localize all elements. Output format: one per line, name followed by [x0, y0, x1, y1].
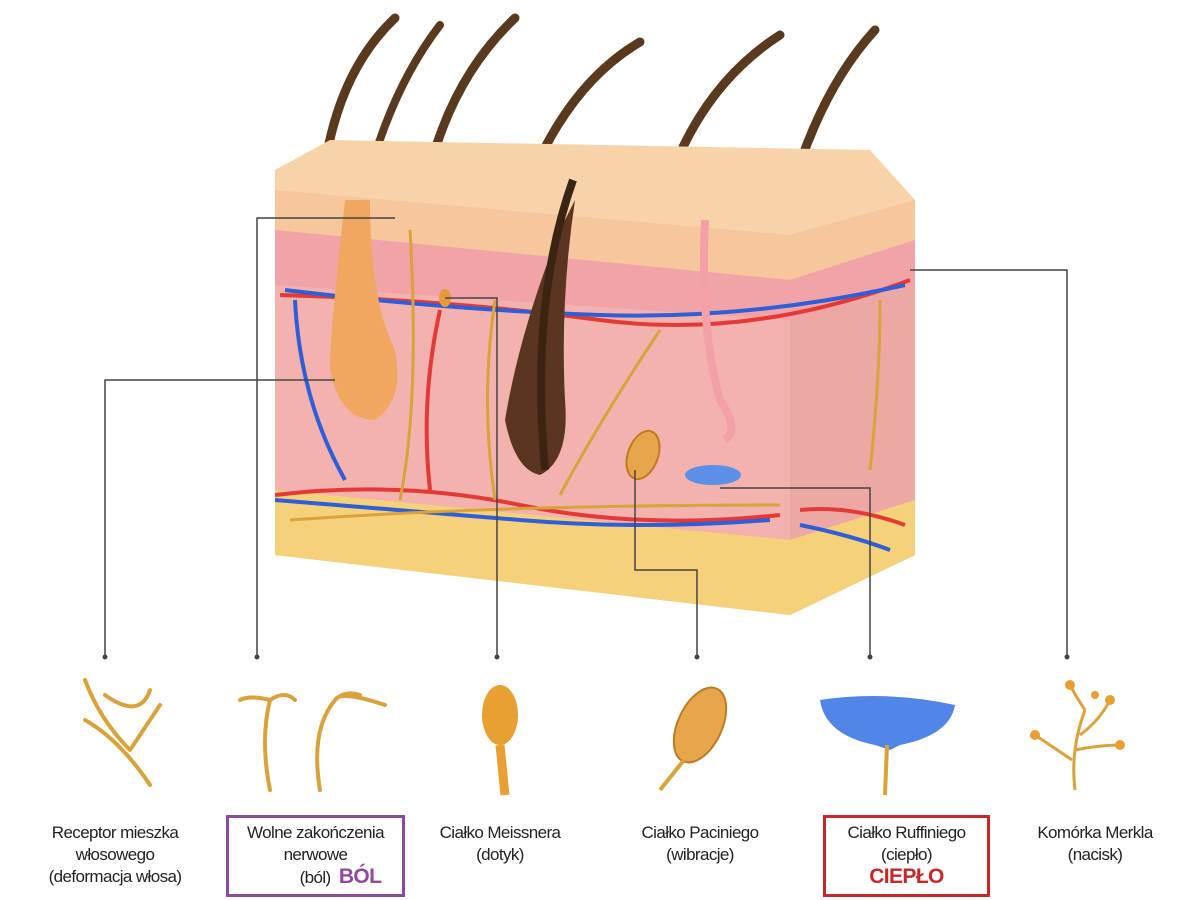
ruffini-corpuscle-icon — [820, 696, 955, 796]
label-pacinian: Ciałko Paciniego (wibracje) — [641, 823, 759, 864]
connector-lines — [104, 217, 1068, 657]
hair-follicle — [330, 200, 398, 420]
pacinian-corpuscle-icon — [658, 686, 728, 792]
label-meissner: Ciałko Meissnera (dotyk) — [439, 823, 561, 864]
heat-tag: CIEPŁO — [869, 865, 944, 888]
sweat-gland — [700, 219, 736, 444]
label-free-nerve-endings: Wolne zakończenia nerwowe (ból) BÓL — [247, 823, 385, 888]
meissner-corpuscle-icon — [482, 685, 518, 796]
ruffini-corpuscle — [685, 465, 741, 485]
label-merkel: Komórka Merkla (nacisk) — [1037, 823, 1153, 864]
hair-follicle-receptor-icon — [83, 678, 162, 787]
pain-highlight-box — [226, 815, 405, 897]
free-nerve-endings-icon — [238, 691, 387, 792]
heat-highlight-box — [823, 815, 990, 897]
nerves — [289, 229, 882, 522]
blood-vessels — [274, 278, 911, 552]
label-hair-follicle-receptor: Receptor mieszka włosowego (deformacja w… — [48, 823, 182, 886]
merkel-cell-icon — [1030, 680, 1125, 791]
pain-tag: BÓL — [338, 865, 382, 888]
label-ruffini: Ciałko Ruffiniego (ciepło) CIEPŁO — [823, 822, 990, 888]
